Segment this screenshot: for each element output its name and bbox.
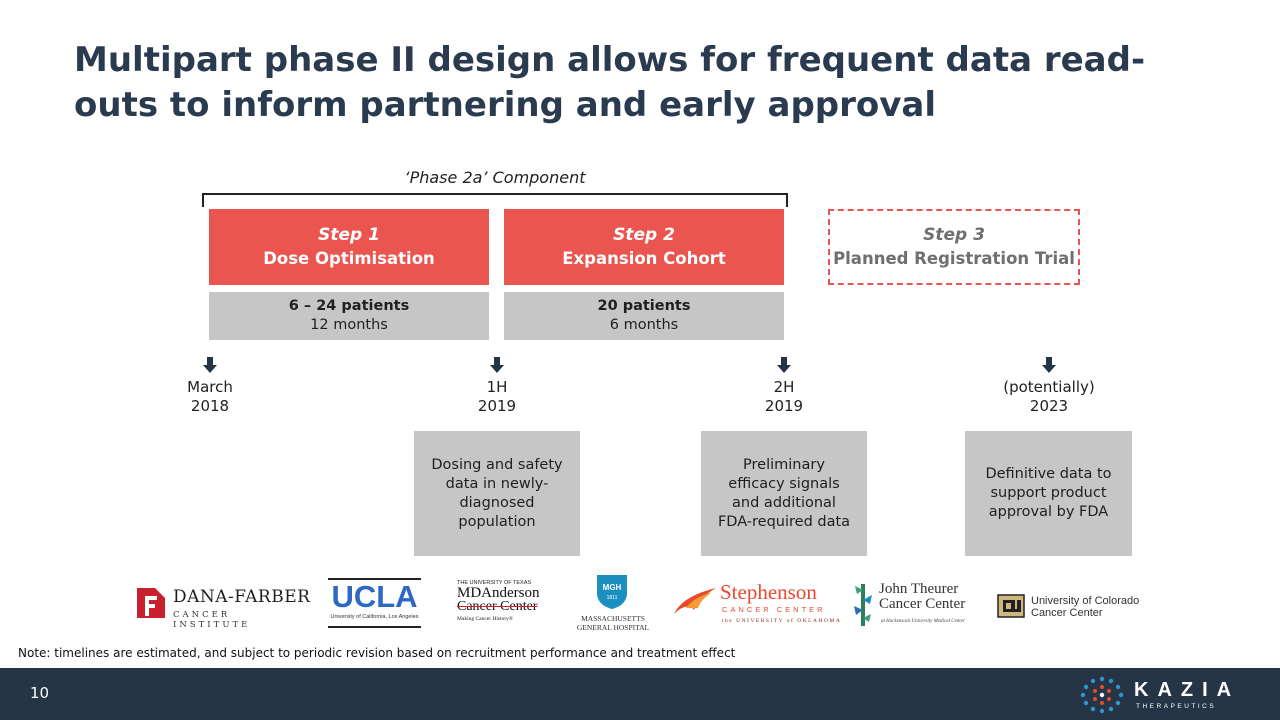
colorado-line-1: University of Colorado xyxy=(1031,595,1140,607)
theurer-leaf-icon xyxy=(854,584,872,626)
mgh-name: MASSACHUSETTS GENERAL HOSPITAL xyxy=(571,614,655,632)
patients-box-step-2: 20 patients 6 months xyxy=(504,292,784,340)
phase-2a-bracket xyxy=(202,193,788,207)
down-arrow-icon xyxy=(777,357,791,373)
patient-duration: 12 months xyxy=(310,317,388,333)
milestone-year: 2019 xyxy=(477,397,517,415)
mgh-badge-year: 1811 xyxy=(607,595,618,601)
step-number: Step 1 xyxy=(318,225,380,245)
stephenson-center: CANCER CENTER xyxy=(722,605,826,614)
milestone-line: 2H xyxy=(773,378,795,396)
step-number: Step 2 xyxy=(613,225,675,245)
ucla-wordmark: UCLA xyxy=(331,579,418,614)
readout-box-2h-2019: Preliminary efficacy signals and additio… xyxy=(701,431,867,556)
milestone-2023: (potentially) 2023 xyxy=(969,378,1129,416)
readout-box-1h-2019: Dosing and safety data in newly-diagnose… xyxy=(414,431,580,556)
kazia-dots-icon xyxy=(1080,676,1124,714)
md-anderson-center: Cancer Center xyxy=(457,599,538,614)
patient-count: 20 patients xyxy=(597,298,691,314)
step-name: Expansion Cohort xyxy=(562,249,726,268)
mgh-logo: MGH 1811 MASSACHUSETTS GENERAL HOSPITAL xyxy=(571,574,655,632)
partner-logos: DANA-FARBER CANCER INSTITUTE UCLA Univer… xyxy=(0,572,1280,634)
readout-box-2023: Definitive data to support product appro… xyxy=(965,431,1132,556)
patients-box-step-1: 6 – 24 patients 12 months xyxy=(209,292,489,340)
step-2-box: Step 2 Expansion Cohort xyxy=(504,209,784,285)
kazia-logo: KAZIA THERAPEUTICS xyxy=(1078,676,1248,714)
john-theurer-logo: John Theurer Cancer Center at Hackensack… xyxy=(851,582,991,632)
mgh-shield-icon: MGH 1811 xyxy=(597,575,627,609)
mgh-badge-text: MGH xyxy=(603,583,622,592)
md-anderson-logo: THE UNIVERSITY OF TEXAS MDAnderson Cance… xyxy=(457,580,557,626)
milestone-line: (potentially) xyxy=(1003,378,1095,396)
colorado-logo: University of Colorado Cancer Center xyxy=(997,592,1147,622)
dana-farber-mark-icon xyxy=(137,588,165,618)
footer-bar: 10 KAZIA THERAPEUTICS xyxy=(0,668,1280,720)
theurer-line-1: John Theurer xyxy=(879,581,959,597)
md-anderson-name: MDAnderson xyxy=(457,585,540,601)
stephenson-sub: the UNIVERSITY of OKLAHOMA xyxy=(722,618,842,624)
slide-title: Multipart phase II design allows for fre… xyxy=(74,40,1146,125)
milestone-year: 2019 xyxy=(764,397,804,415)
theurer-line-2: Cancer Center xyxy=(879,596,966,612)
down-arrow-icon xyxy=(203,357,217,373)
milestone-year: 2023 xyxy=(1029,397,1069,415)
md-anderson-top: THE UNIVERSITY OF TEXAS xyxy=(457,580,532,586)
stephenson-name: Stephenson xyxy=(720,580,817,604)
colorado-line-2: Cancer Center xyxy=(1031,607,1103,619)
step-number: Step 3 xyxy=(923,225,985,245)
milestone-2h-2019: 2H 2019 xyxy=(704,378,864,416)
dana-farber-sub: CANCER INSTITUTE xyxy=(173,610,251,630)
ucla-sub: University of California, Los Angeles xyxy=(330,614,419,620)
patient-duration: 6 months xyxy=(609,317,679,333)
colorado-name: University of Colorado Cancer Center xyxy=(1031,595,1139,619)
milestone-1h-2019: 1H 2019 xyxy=(417,378,577,416)
mgh-line-1: MASSACHUSETTS xyxy=(581,614,645,623)
mgh-line-2: GENERAL HOSPITAL xyxy=(576,623,650,632)
dana-farber-name: DANA-FARBER xyxy=(173,587,311,607)
step-name: Dose Optimisation xyxy=(263,249,435,268)
phase-2a-label: ‘Phase 2a’ Component xyxy=(404,168,586,187)
page-number: 10 xyxy=(30,684,50,702)
kazia-wordmark: KAZIA xyxy=(1134,679,1241,701)
kazia-sub: THERAPEUTICS xyxy=(1136,703,1217,710)
patient-count: 6 – 24 patients xyxy=(288,298,410,314)
md-anderson-tag: Making Cancer History® xyxy=(457,616,514,622)
stephenson-logo: Stephenson CANCER CENTER the UNIVERSITY … xyxy=(672,580,840,628)
theurer-name: John Theurer Cancer Center xyxy=(879,582,965,612)
down-arrow-icon xyxy=(490,357,504,373)
milestone-march-2018: March 2018 xyxy=(130,378,290,416)
milestone-line: 1H xyxy=(486,378,508,396)
timeline-footnote: Note: timelines are estimated, and subje… xyxy=(18,646,736,660)
step-3-box: Step 3 Planned Registration Trial xyxy=(828,209,1080,285)
milestone-year: 2018 xyxy=(190,397,230,415)
down-arrow-icon xyxy=(1042,357,1056,373)
stephenson-flame-icon xyxy=(674,588,716,614)
theurer-sub: at Hackensack University Medical Center xyxy=(881,619,965,624)
step-1-box: Step 1 Dose Optimisation xyxy=(209,209,489,285)
dana-farber-logo: DANA-FARBER CANCER INSTITUTE xyxy=(133,584,313,630)
step-name: Planned Registration Trial xyxy=(833,249,1075,268)
milestone-line: March xyxy=(187,378,233,396)
ucla-logo: UCLA University of California, Los Angel… xyxy=(328,578,421,628)
cu-mark-icon xyxy=(997,594,1025,618)
